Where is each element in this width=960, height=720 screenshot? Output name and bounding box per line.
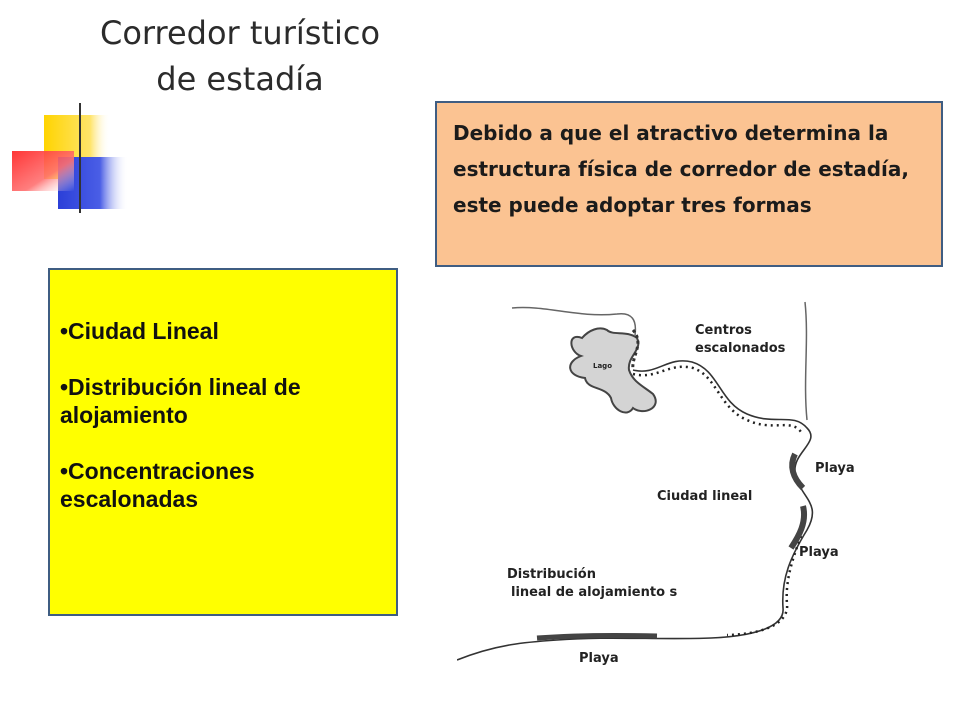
- form-item-ciudad-lineal: •Ciudad Lineal: [60, 318, 219, 344]
- lake-shape: [569, 327, 657, 414]
- coast-dotted: [632, 365, 803, 433]
- label-playa-2: Playa: [799, 545, 839, 560]
- description-box: Debido a que el atractivo determina la e…: [435, 101, 943, 267]
- label-distribucion: Distribución: [507, 567, 596, 582]
- label-ciudad-lineal: Ciudad lineal: [657, 489, 752, 504]
- slide-title-line-2: de estadía: [156, 60, 324, 98]
- forms-list: •Ciudad Lineal •Distribución lineal de a…: [60, 317, 386, 513]
- label-playa-1: Playa: [815, 461, 855, 476]
- map-boundary-top: [511, 306, 637, 336]
- slide-title: Corredor turístico de estadía: [40, 10, 440, 102]
- corridor-map: Centros escalonados Lago Playa Ciudad li…: [457, 290, 877, 682]
- description-text: Debido a que el atractivo determina la e…: [453, 121, 909, 217]
- lake-shore-marker: [631, 329, 640, 371]
- beach-upper: [789, 452, 806, 491]
- slide-title-line-1: Corredor turístico: [99, 14, 381, 52]
- forms-box: •Ciudad Lineal •Distribución lineal de a…: [48, 268, 398, 616]
- label-lago: Lago: [593, 362, 612, 370]
- coastline: [457, 360, 814, 661]
- beach-middle: [788, 505, 807, 550]
- form-item-concentraciones: •Concentraciones escalonadas: [60, 458, 255, 512]
- form-item-distribucion-lineal: •Distribución lineal de alojamiento: [60, 374, 301, 428]
- label-centros: Centros: [695, 323, 752, 338]
- beach-lower: [536, 632, 658, 641]
- map-boundary-right: [804, 301, 808, 421]
- red-square: [12, 151, 74, 191]
- label-lineal-alojamiento: lineal de alojamiento s: [511, 585, 678, 600]
- coast-dotted-lower: [726, 535, 803, 637]
- decorative-squares: [12, 103, 440, 213]
- label-playa-3: Playa: [579, 651, 619, 666]
- label-escalonados: escalonados: [695, 341, 786, 356]
